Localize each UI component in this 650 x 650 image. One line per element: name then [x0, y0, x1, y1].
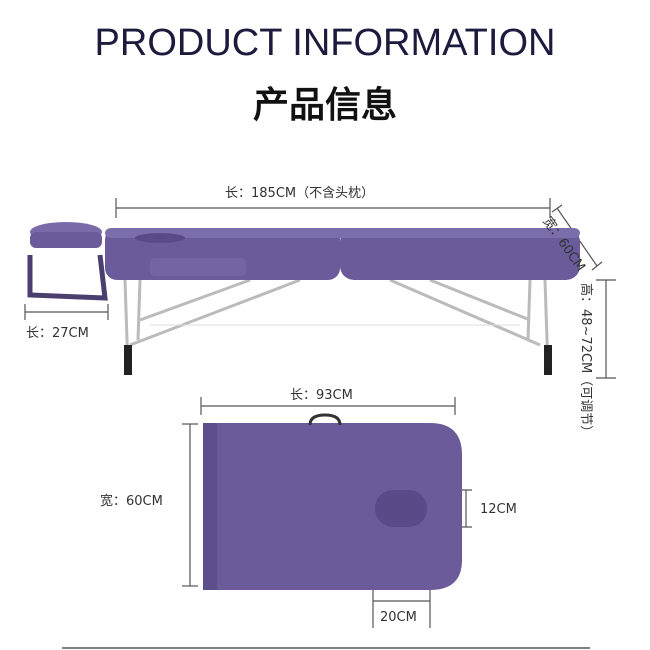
- massage-table-folded: [203, 413, 462, 590]
- massage-table-unfolded: [27, 222, 580, 375]
- hole-height-label: 12CM: [480, 502, 517, 517]
- hole-width-label: 20CM: [380, 610, 417, 625]
- headrest-length-label: 长：27CM: [26, 326, 89, 341]
- page-title: PRODUCT INFORMATION: [94, 22, 556, 64]
- page-subtitle: 产品信息: [252, 85, 397, 126]
- length-label: 长：185CM（不含头枕）: [225, 186, 375, 201]
- folded-width-label: 宽：60CM: [100, 494, 163, 509]
- dimension-lines: [24, 198, 616, 649]
- height-label: 高：48~72CM（可调节）: [578, 283, 593, 439]
- folded-length-label: 长：93CM: [290, 388, 353, 403]
